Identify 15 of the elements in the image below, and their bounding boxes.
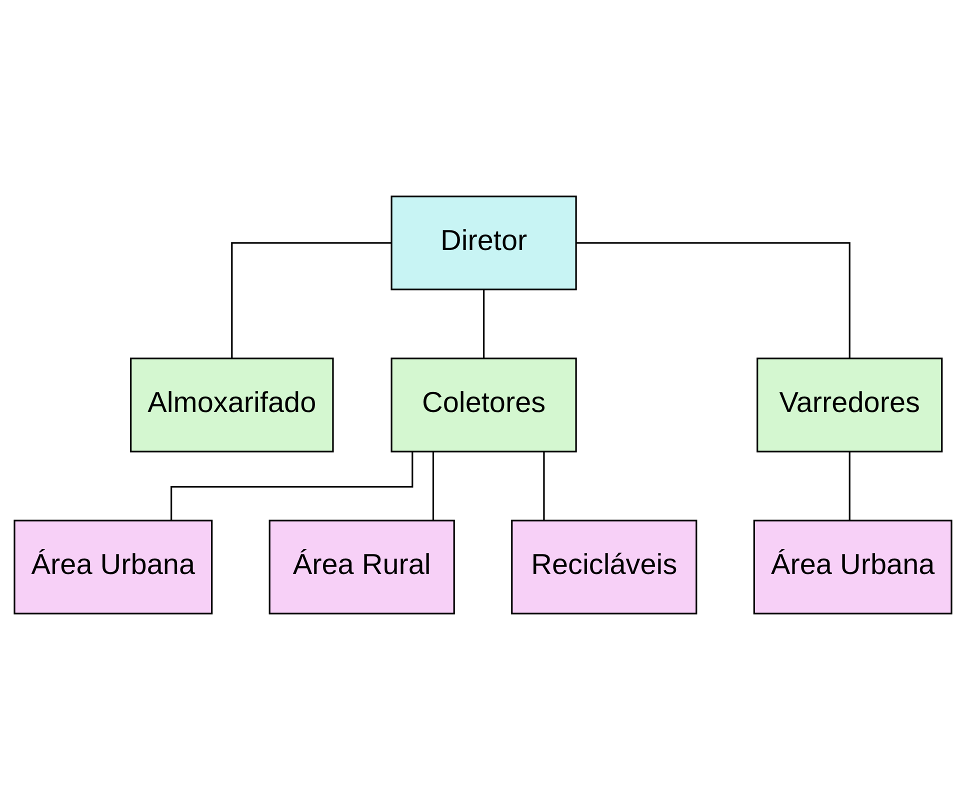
connector [231, 242, 392, 358]
connector [432, 451, 434, 520]
node-box: Recicláveis [511, 519, 698, 614]
connector [576, 242, 850, 358]
node-box: Área Urbana [753, 519, 952, 614]
node-box: Varredores [756, 357, 943, 452]
node-box: Área Rural [268, 519, 455, 614]
node-box: Almoxarifado [130, 357, 334, 452]
connector [543, 451, 545, 520]
connector [170, 451, 414, 520]
connector [848, 451, 850, 520]
node-box: Diretor [390, 195, 577, 290]
node-box: Área Urbana [14, 519, 213, 614]
connector [483, 289, 485, 358]
node-box: Coletores [390, 357, 577, 452]
